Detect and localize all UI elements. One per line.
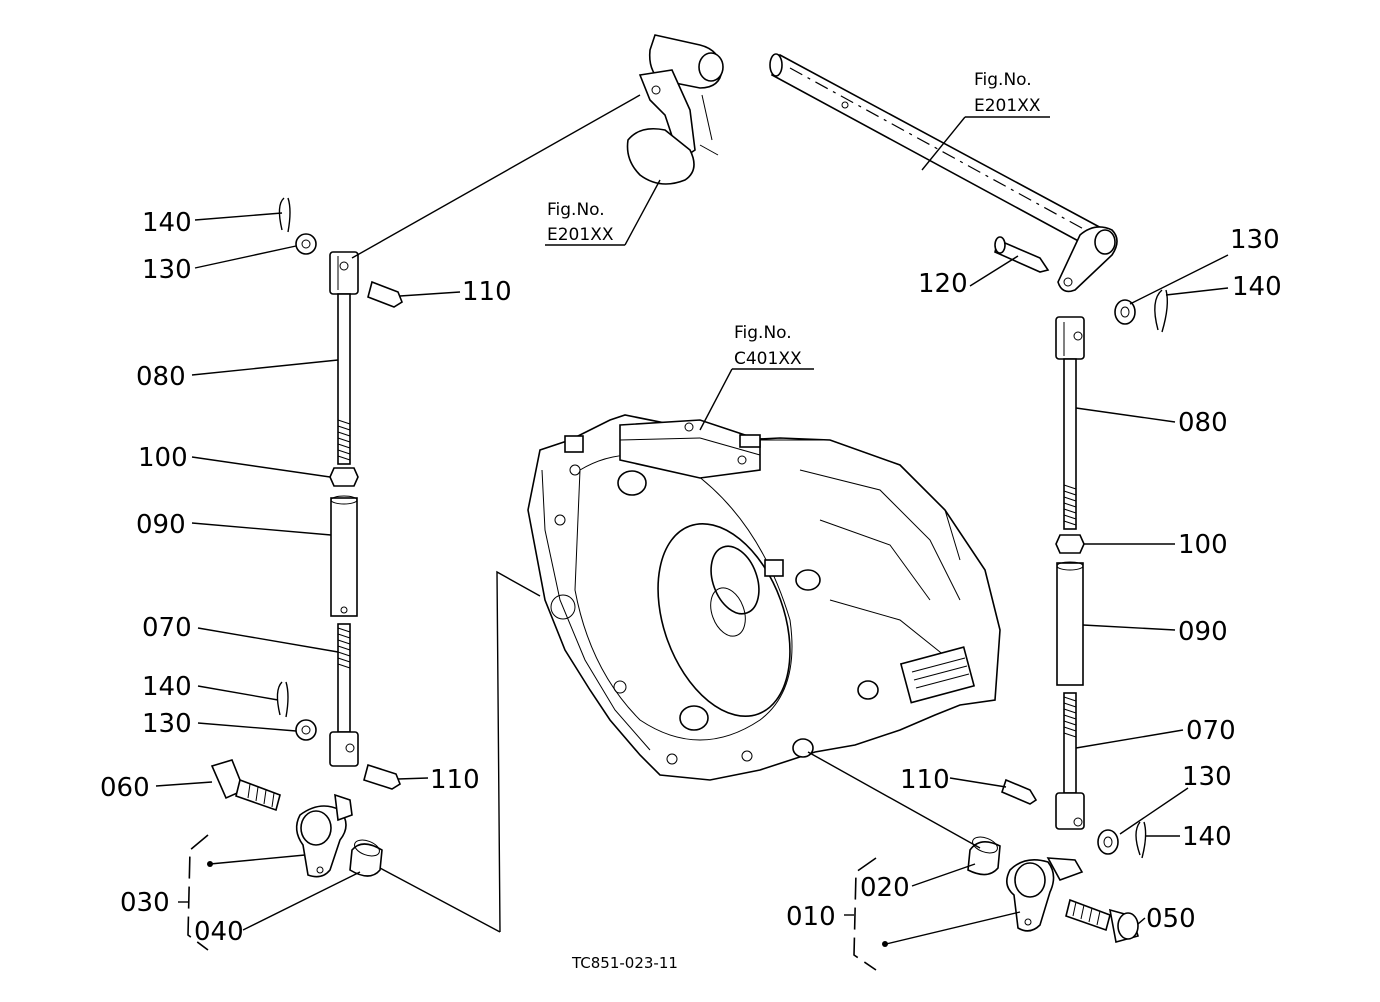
bolt-050 [1065, 898, 1111, 932]
bushing-020 [967, 841, 1001, 876]
callout-090-left: 090 [136, 510, 186, 540]
pin-110-right [1001, 778, 1038, 805]
right-callouts: 130 140 120 080 100 090 070 110 130 140 … [786, 225, 1282, 934]
callout-060: 060 [100, 773, 150, 803]
clevis-top-left [329, 251, 359, 295]
fig-ref-e201-right-value: E201XX [974, 96, 1041, 116]
callout-140-bottom-right: 140 [1182, 822, 1232, 852]
callout-070-left: 070 [142, 613, 192, 643]
fig-ref-e201-left-label: Fig.No. [547, 200, 605, 220]
callout-080-left: 080 [136, 362, 186, 392]
fig-ref-e201-right-label: Fig.No. [974, 70, 1032, 90]
cotter-pin-140-top-right [1154, 289, 1169, 333]
callout-100-right: 100 [1178, 530, 1228, 560]
right-linkage [967, 236, 1169, 944]
washer-130-bottom-left [295, 719, 317, 741]
callout-030: 030 [120, 888, 170, 918]
rod-070-right [1063, 692, 1077, 794]
turnbuckle-090-left [330, 497, 358, 617]
callout-050: 050 [1146, 904, 1196, 934]
bushing-040 [349, 843, 383, 877]
callout-070-right: 070 [1186, 716, 1236, 746]
figure-references: Fig.No. E201XX Fig.No. E201XX Fig.No. C4… [547, 70, 1041, 369]
callout-130-bottom-left: 130 [142, 709, 192, 739]
callout-130-top-right: 130 [1230, 225, 1280, 255]
pin-110-top-left [367, 280, 403, 308]
transmission-housing [527, 414, 1001, 781]
clevis-top-right [1055, 316, 1085, 360]
pedal-arm-assembly [626, 34, 724, 185]
cotter-pin-140-bottom-left [276, 681, 289, 718]
callout-020: 020 [860, 873, 910, 903]
washer-130-top-left [295, 233, 317, 255]
callout-120: 120 [918, 269, 968, 299]
clevis-bottom-right [1055, 792, 1085, 830]
callout-130-bottom-right: 130 [1182, 762, 1232, 792]
callout-100-left: 100 [138, 443, 188, 473]
callout-080-right: 080 [1178, 408, 1228, 438]
callout-130-top-left: 130 [142, 255, 192, 285]
leader-lines [155, 94, 1229, 947]
fig-ref-c401-value: C401XX [734, 349, 802, 369]
washer-130-top-right [1114, 299, 1136, 325]
left-linkage [210, 197, 403, 878]
fig-ref-e201-left-value: E201XX [547, 225, 614, 245]
nut-100-right [1055, 534, 1085, 554]
leader-dot-030 [207, 861, 213, 867]
cotter-pin-140-top-left [278, 197, 291, 233]
fig-ref-c401-label: Fig.No. [734, 323, 792, 343]
bracket-030 [187, 834, 209, 951]
bracket-010 [853, 857, 877, 971]
callout-040: 040 [194, 917, 244, 947]
clevis-bottom-left [329, 731, 359, 767]
callout-110-top-left: 110 [462, 277, 512, 307]
callout-090-right: 090 [1178, 617, 1228, 647]
cross-shaft-assembly [769, 53, 1118, 293]
cotter-pin-140-bottom-right [1135, 821, 1147, 859]
callout-110-right: 110 [900, 765, 950, 795]
pin-110-bottom-left [363, 763, 401, 790]
callout-140-top-right: 140 [1232, 272, 1282, 302]
left-callouts: 140 130 110 080 100 090 070 140 130 110 … [100, 208, 512, 947]
leader-dot-010 [882, 941, 888, 947]
nut-100-left [329, 467, 359, 487]
diagram-code: TC851-023-11 [571, 954, 678, 972]
callout-010: 010 [786, 902, 836, 932]
washer-130-bottom-right [1097, 829, 1119, 855]
callout-110-bottom-left: 110 [430, 765, 480, 795]
callout-140-top-left: 140 [142, 208, 192, 238]
turnbuckle-090-right [1056, 562, 1084, 686]
callout-140-bottom-left: 140 [142, 672, 192, 702]
